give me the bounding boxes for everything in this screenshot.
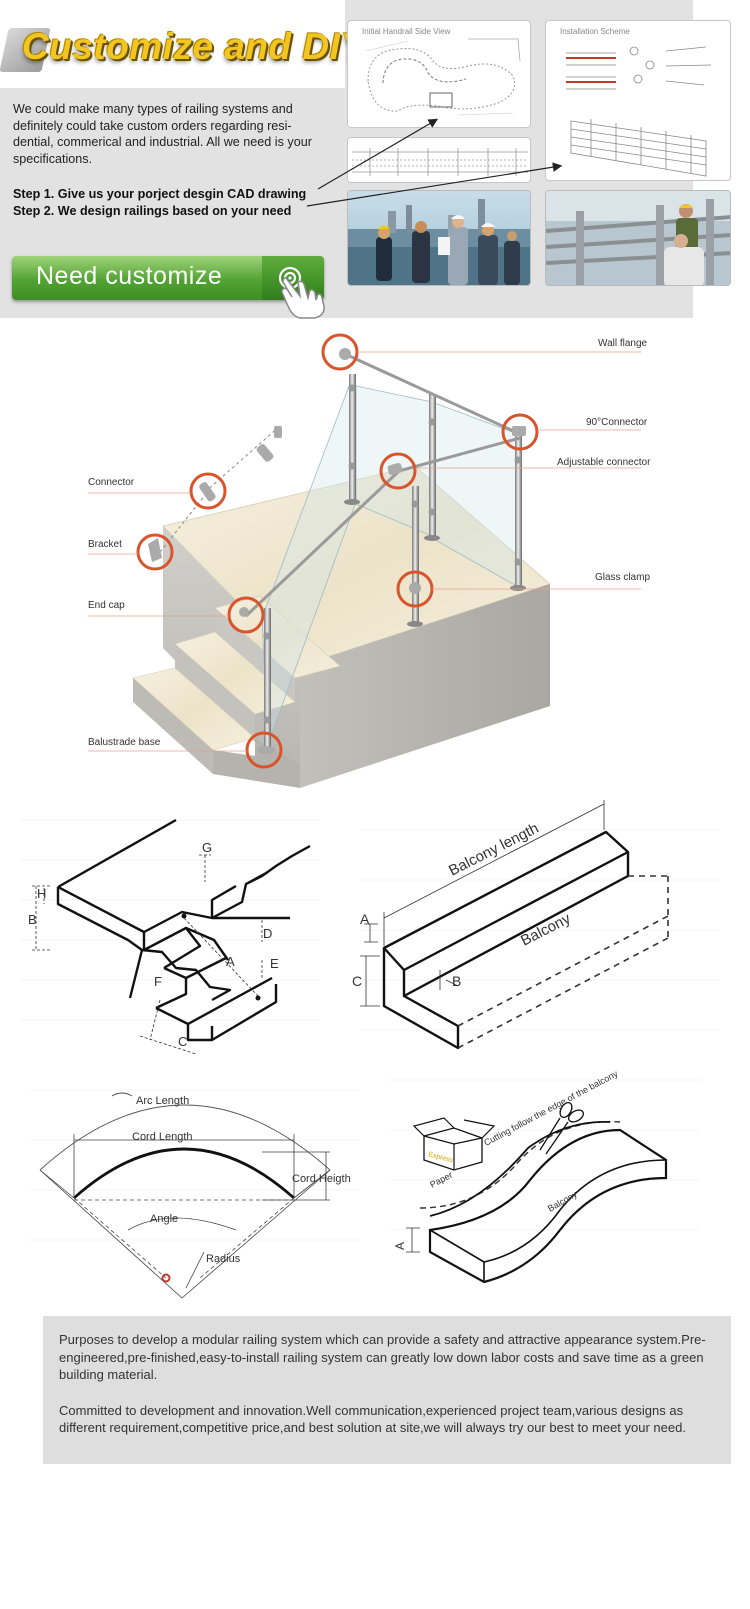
dim-g: G — [202, 840, 212, 855]
dim-e: E — [270, 956, 279, 971]
label-bracket: Bracket — [88, 539, 122, 550]
balcony-hidden-edges — [457, 875, 669, 1049]
handrail-side-view-thumbnail[interactable]: Initial Handrail Side View — [347, 20, 531, 128]
block-front — [300, 584, 550, 788]
label-wall-flange: Wall flange — [598, 338, 648, 349]
dim-c: C — [178, 1034, 187, 1049]
balcony-dim-b: B — [452, 973, 461, 989]
dim-a: A — [226, 954, 235, 969]
leader-lines — [88, 351, 641, 752]
installer-photo — [545, 190, 731, 286]
posts — [264, 374, 522, 748]
balcony-dimensions — [360, 800, 605, 1007]
balcony-dim-a: A — [360, 911, 370, 927]
purpose-paragraph: Purposes to develop a modular railing sy… — [59, 1332, 706, 1382]
arc-drawing — [39, 1092, 331, 1299]
dim-f: F — [154, 974, 162, 989]
dim-b: B — [28, 912, 37, 927]
installation-scheme-label: Installation Scheme — [560, 27, 630, 36]
pointing-hand-icon — [281, 277, 325, 319]
balcony-drawing — [382, 830, 630, 1050]
label-end-cap: End cap — [88, 600, 125, 611]
label-90-connector: 90°Connector — [586, 417, 648, 428]
installation-scheme-thumbnail[interactable]: Installation Scheme — [545, 20, 731, 181]
curved-balcony-label: Balcony — [546, 1189, 579, 1214]
paper-label: Paper — [428, 1170, 454, 1190]
elevation-drawing-thumbnail[interactable] — [347, 137, 531, 183]
steps — [132, 595, 341, 788]
label-adjustable-connector: Adjustable connector — [557, 457, 651, 468]
measurement-drawings: G H B D A E F C Balcony length — [0, 800, 750, 1300]
stair-dimensions — [32, 854, 263, 1055]
dim-d: D — [263, 926, 272, 941]
radius-label: Radius — [206, 1253, 241, 1265]
step-1: Step 1. Give us your porject desgin CAD … — [13, 187, 307, 201]
railing-components-diagram: Wall flange 90°Connector Adjustable conn… — [0, 326, 750, 796]
intro-text: We could make many types of railing syst… — [13, 102, 312, 166]
balcony-dim-c: C — [352, 973, 362, 989]
label-glass-clamp: Glass clamp — [595, 572, 651, 583]
label-balustrade-base: Balustrade base — [88, 737, 161, 748]
customize-section: Customize and DIY We could make many typ… — [0, 0, 750, 319]
step-2: Step 2. We design railings based on your… — [13, 204, 292, 218]
curved-balcony-drawing — [406, 1101, 668, 1284]
exploded-parts — [148, 348, 526, 754]
curved-balcony-dim-a: A — [393, 1242, 407, 1250]
cord-height-label: Cord Heigth — [292, 1173, 351, 1185]
title-band — [0, 0, 345, 88]
cord-length-label: Cord Length — [132, 1131, 193, 1143]
glass-clamps — [263, 384, 522, 724]
company-statement: Purposes to develop a modular railing sy… — [43, 1316, 731, 1464]
side-view-label: Initial Handrail Side View — [362, 27, 451, 36]
stair-drawing — [56, 818, 311, 1042]
need-customize-label: Need customize — [36, 262, 223, 290]
angle-label: Angle — [150, 1213, 178, 1225]
balcony-length-label: Balcony length — [446, 820, 541, 880]
dim-h: H — [37, 886, 46, 901]
commitment-paragraph: Committed to development and innovation.… — [59, 1402, 686, 1436]
arc-length-label: Arc Length — [136, 1095, 189, 1107]
engineers-photo — [347, 190, 531, 286]
label-connector: Connector — [88, 477, 135, 488]
page-title: Customize and DIY — [22, 26, 366, 67]
